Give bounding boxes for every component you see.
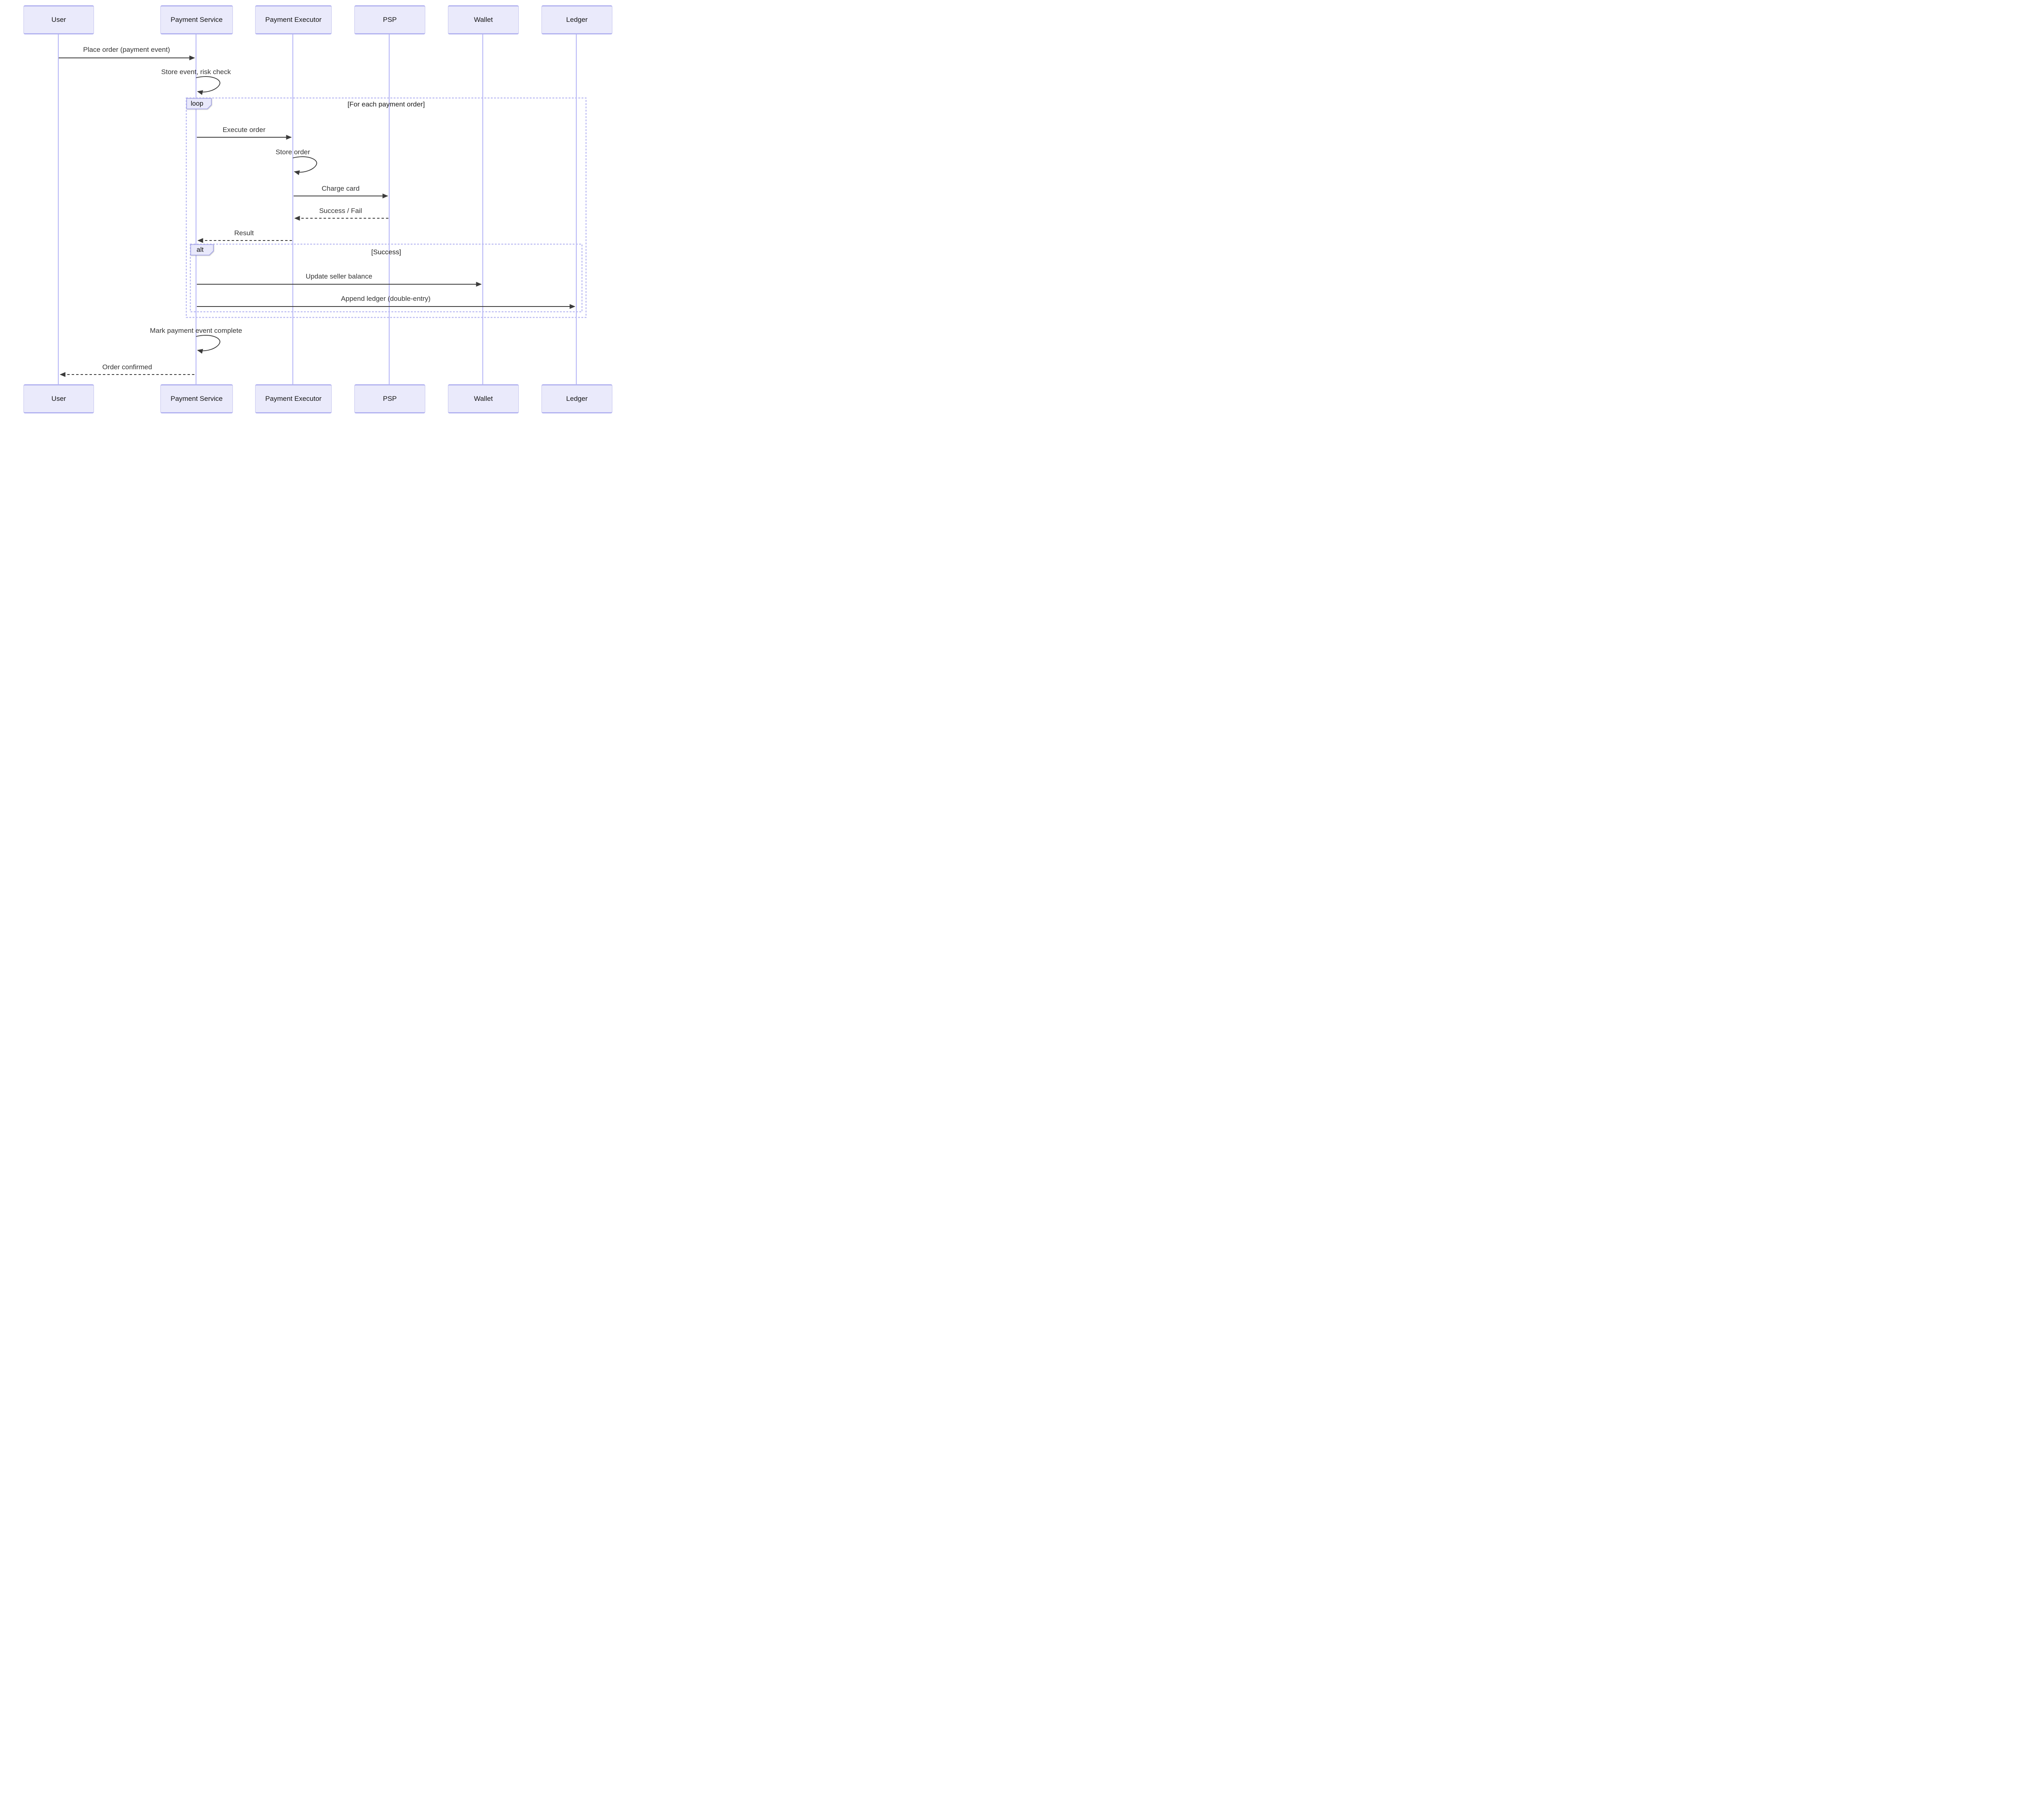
- actor-label: Wallet: [474, 16, 493, 23]
- loop-label-shape: [186, 98, 212, 109]
- message-order-confirmed: Order confirmed: [102, 363, 152, 371]
- diagram-shapes: [58, 34, 587, 384]
- actor-label: PSP: [383, 395, 397, 402]
- actor-top-psp: PSP: [354, 5, 425, 34]
- actor-label: Wallet: [474, 395, 493, 402]
- message-place-order: Place order (payment event): [83, 46, 170, 53]
- actor-label: User: [51, 395, 66, 402]
- message-store-event: Store event, risk check: [161, 68, 231, 76]
- actor-label: User: [51, 16, 66, 23]
- actor-top-user: User: [23, 5, 94, 34]
- actor-label: Payment Service: [171, 16, 223, 23]
- actor-label: Payment Service: [171, 395, 223, 402]
- message-success-fail: Success / Fail: [319, 207, 362, 215]
- actor-label: Payment Executor: [265, 395, 322, 402]
- actor-bottom-payment-service: Payment Service: [160, 384, 233, 413]
- message-store-order: Store order: [275, 148, 310, 156]
- actor-bottom-ledger: Ledger: [541, 384, 612, 413]
- actor-label: Payment Executor: [265, 16, 322, 23]
- actor-top-ledger: Ledger: [541, 5, 612, 34]
- actor-bottom-user: User: [23, 384, 94, 413]
- message-update-seller-balance: Update seller balance: [305, 272, 373, 280]
- message-result: Result: [234, 229, 254, 237]
- alt-label-shape: [190, 244, 214, 255]
- actor-bottom-payment-executor: Payment Executor: [255, 384, 332, 413]
- sequence-diagram: User Payment Service Payment Executor PS…: [0, 0, 634, 419]
- arrow-mark-complete-self-loop: [196, 335, 220, 354]
- actor-top-payment-service: Payment Service: [160, 5, 233, 34]
- actor-bottom-psp: PSP: [354, 384, 425, 413]
- arrow-store-event-self-loop: [196, 76, 220, 95]
- loop-fragment-frame: [185, 97, 587, 318]
- alt-fragment-frame: [190, 243, 583, 313]
- alt-operator-label: alt: [196, 246, 204, 253]
- actor-label: Ledger: [566, 395, 588, 402]
- message-execute-order: Execute order: [222, 126, 266, 134]
- actor-top-payment-executor: Payment Executor: [255, 5, 332, 34]
- arrow-store-order-self-loop: [292, 156, 317, 175]
- actor-label: PSP: [383, 16, 397, 23]
- loop-operator-label: loop: [190, 100, 204, 107]
- actor-bottom-wallet: Wallet: [448, 384, 519, 413]
- message-mark-complete: Mark payment event complete: [150, 327, 242, 334]
- loop-condition: [For each payment order]: [347, 100, 425, 108]
- message-append-ledger: Append ledger (double-entry): [341, 295, 431, 302]
- actor-label: Ledger: [566, 16, 588, 23]
- actor-top-wallet: Wallet: [448, 5, 519, 34]
- alt-condition: [Success]: [371, 248, 401, 256]
- message-charge-card: Charge card: [322, 185, 360, 192]
